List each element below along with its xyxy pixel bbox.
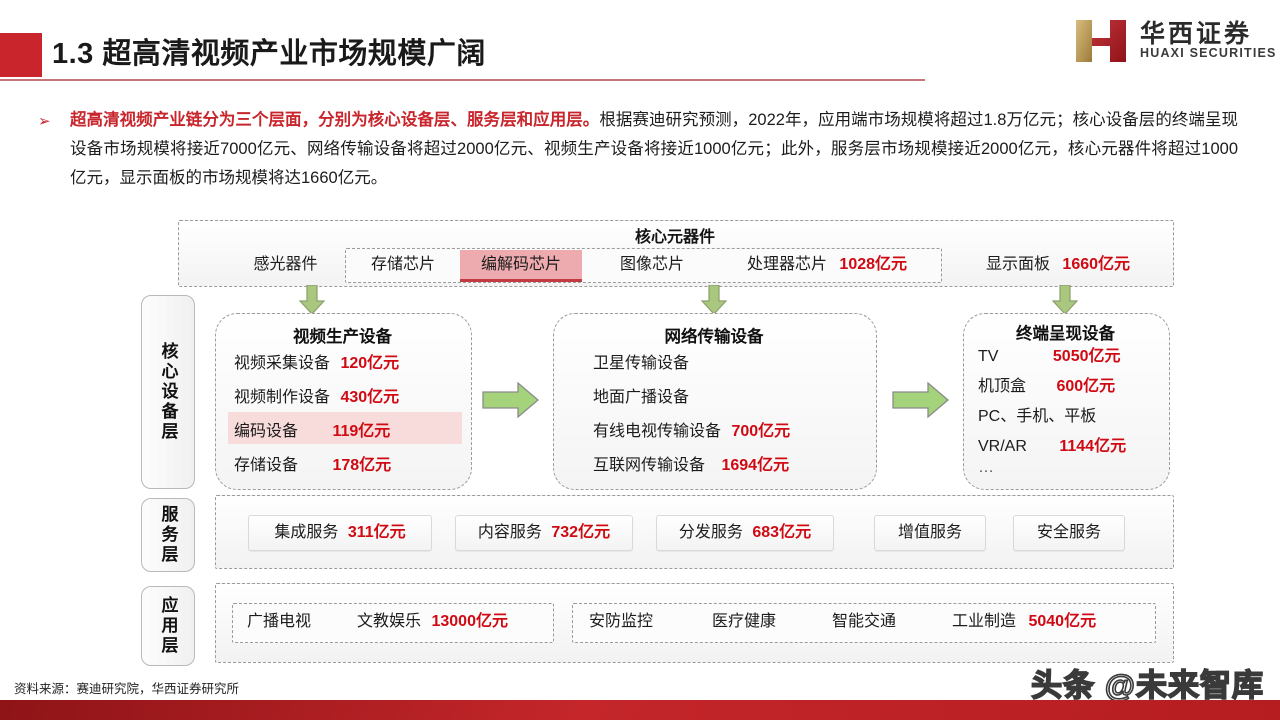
device-box-title-production: 视频生产设备 (293, 328, 392, 346)
service-item-value-added[interactable]: 增值服务 (874, 515, 986, 551)
bullet-paragraph: ➢ 超高清视频产业链分为三个层面，分别为核心设备层、服务层和应用层。根据赛迪研究… (38, 106, 1238, 193)
layer-label-service: 服务层 (141, 498, 195, 572)
device-row-encoder: 编码设备 119亿元 (234, 423, 391, 440)
app-item-broadcast-tv: 广播电视 (247, 613, 312, 630)
application-group-industry (572, 603, 1156, 643)
arrow-right-icon-prod-to-net (482, 381, 540, 419)
layer-label-core-equipment: 核心设备层 (141, 295, 195, 489)
chip-photosensitive: 感光器件 (253, 256, 318, 273)
app-item-security-monitoring: 安防监控 (589, 613, 654, 630)
device-box-terminal-display (963, 313, 1170, 490)
core-components-title: 核心元器件 (634, 229, 715, 246)
app-item-culture-education: 文教娱乐 13000亿元 (357, 613, 508, 630)
service-item-distribution[interactable]: 分发服务 683亿元 (656, 515, 834, 551)
device-row-vr-ar: VR/AR 1144亿元 (978, 438, 1127, 455)
device-box-video-production (215, 313, 472, 490)
arrow-down-icon-terminal (1052, 285, 1078, 315)
device-box-network-transmission (553, 313, 877, 490)
arrow-down-icon-network (701, 285, 727, 315)
chip-image: 图像芯片 (619, 256, 684, 273)
source-note: 资料来源：赛迪研究院，华西证券研究所 (14, 682, 240, 696)
watermark-text: 头条 @未来智库 (1030, 667, 1264, 704)
title-accent-block (0, 33, 42, 77)
logo-text-en: HUAXI SECURITIES (1140, 46, 1277, 60)
device-row-terrestrial: 地面广播设备 (593, 389, 690, 406)
page-title: 1.3 超高清视频产业市场规模广阔 (52, 38, 486, 70)
service-item-content[interactable]: 内容服务 732亿元 (455, 515, 633, 551)
device-row-highlight-encoder (228, 412, 462, 444)
bullet-highlight: 超高清视频产业链分为三个层面，分别为核心设备层、服务层和应用层。 (70, 111, 600, 129)
app-item-medical-health: 医疗健康 (712, 613, 777, 630)
title-divider (0, 79, 925, 81)
service-item-security[interactable]: 安全服务 (1013, 515, 1125, 551)
service-item-integration[interactable]: 集成服务 311亿元 (248, 515, 432, 551)
device-row-produce: 视频制作设备 430亿元 (234, 389, 400, 406)
device-row-pc-phone-tablet: PC、手机、平板 (978, 408, 1097, 425)
chip-codec: 编解码芯片 (460, 250, 582, 282)
bullet-marker-icon: ➢ (38, 113, 51, 130)
brand-logo: 华西证券 HUAXI SECURITIES (1066, 12, 1275, 70)
chip-storage: 存储芯片 (370, 256, 435, 273)
device-row-satellite: 卫星传输设备 (593, 355, 690, 372)
bullet-rest: 根据赛迪研究预测，2022年，应用端市场规模将超过1.8万亿元；核心设备层的终端… (70, 111, 1238, 187)
arrow-down-icon-production (299, 285, 325, 315)
app-item-industrial-manufacturing: 工业制造 5040亿元 (952, 613, 1097, 630)
device-row-storage: 存储设备 178亿元 (234, 457, 392, 474)
bullet-body: 超高清视频产业链分为三个层面，分别为核心设备层、服务层和应用层。根据赛迪研究预测… (70, 106, 1238, 193)
device-row-capture: 视频采集设备 120亿元 (234, 355, 400, 372)
industry-chain-diagram: 核心元器件 感光器件 存储芯片 编解码芯片 图像芯片 处理器芯片 1028亿元 … (0, 205, 1280, 666)
chip-processor-value: 1028亿元 (839, 256, 908, 273)
core-components-inner-group (345, 248, 942, 283)
footer-bar (0, 700, 1280, 720)
arrow-right-icon-net-to-term (892, 381, 950, 419)
layer-label-application: 应用层 (141, 586, 195, 666)
chip-processor: 处理器芯片 1028亿元 (746, 256, 908, 273)
application-group-media (232, 603, 554, 643)
device-row-tv: TV 5050亿元 (978, 348, 1121, 365)
device-box-title-network: 网络传输设备 (664, 328, 764, 346)
chip-display-panel: 显示面板 1660亿元 (985, 256, 1131, 273)
huaxi-h-mark-icon (1076, 20, 1126, 62)
device-row-ellipsis: … (978, 459, 994, 476)
device-row-cable-tv: 有线电视传输设备 700亿元 (593, 423, 791, 440)
app-item-smart-transport: 智能交通 (832, 613, 897, 630)
device-row-set-top-box: 机顶盒 600亿元 (978, 378, 1116, 395)
device-box-title-terminal: 终端呈现设备 (1016, 325, 1115, 343)
device-row-internet: 互联网传输设备 1694亿元 (593, 457, 790, 474)
logo-text-cn: 华西证券 (1140, 20, 1253, 48)
chip-display-panel-value: 1660亿元 (1062, 256, 1131, 273)
